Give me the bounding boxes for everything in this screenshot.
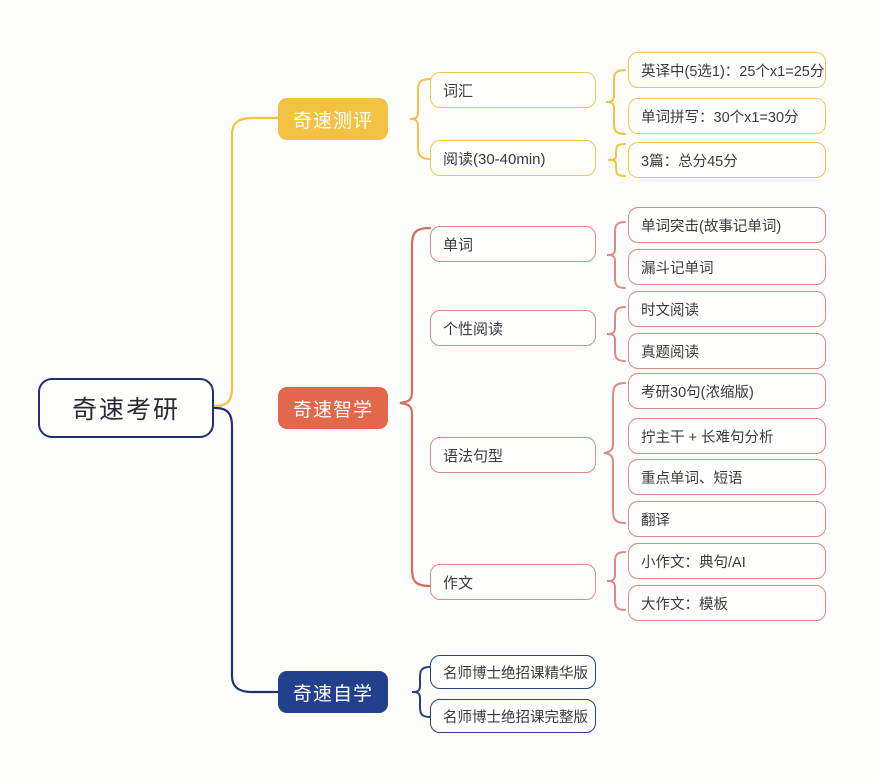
- root-label: 奇速考研: [71, 396, 180, 424]
- node-label-danci: 单词: [443, 236, 474, 254]
- brace-zuowen: [606, 551, 626, 611]
- brace-yufajuxing: [603, 382, 626, 524]
- node-label-yufajuxing: 语法句型: [443, 447, 504, 465]
- leaf-label-danci-pinxie: 单词拼写：30个x1=30分: [641, 109, 799, 126]
- leaf-label-xiaozuowen: 小作文：典句/AI: [641, 554, 746, 571]
- node-label-cihui: 词汇: [443, 82, 474, 100]
- leaf-label-sanpian: 3篇：总分45分: [641, 153, 738, 170]
- leaf-label-zhenti-yuedu: 真题阅读: [641, 344, 699, 361]
- brace-zhixue: [399, 226, 432, 588]
- node-cihui[interactable]: 词汇: [430, 72, 596, 108]
- node-gexingyuedu[interactable]: 个性阅读: [430, 310, 596, 346]
- branch-node-zixue[interactable]: 奇速自学: [278, 671, 388, 713]
- leaf-fanyi[interactable]: 翻译: [628, 501, 826, 537]
- brace-yuedu: [607, 143, 626, 177]
- node-yufajuxing[interactable]: 语法句型: [430, 437, 596, 473]
- leaf-label-wanzhengban: 名师博士绝招课完整版: [443, 709, 588, 726]
- branch-label-zixue: 奇速自学: [292, 683, 373, 705]
- leaf-label-shiwen-yuedu: 时文阅读: [641, 302, 699, 319]
- root-node[interactable]: 奇速考研: [38, 378, 214, 438]
- node-label-gexingyuedu: 个性阅读: [443, 320, 504, 338]
- brace-zixue: [411, 666, 431, 718]
- node-label-zuowen: 作文: [443, 574, 474, 592]
- leaf-label-fanyi: 翻译: [641, 512, 670, 529]
- branch-label-zhixue: 奇速智学: [292, 399, 373, 421]
- leaf-label-ningzhugan: 拧主干 + 长难句分析: [641, 429, 774, 446]
- branch-label-ceping: 奇速测评: [292, 110, 373, 132]
- leaf-loudou-danci[interactable]: 漏斗记单词: [628, 249, 826, 285]
- leaf-label-jinghuaban: 名师博士绝招课精华版: [443, 665, 588, 682]
- leaf-yingyizhong[interactable]: 英译中(5选1)：25个x1=25分: [628, 52, 826, 88]
- leaf-zhongdian-danci[interactable]: 重点单词、短语: [628, 459, 826, 495]
- leaf-label-loudou-danci: 漏斗记单词: [641, 260, 714, 277]
- leaf-label-dazuowen: 大作文：模板: [641, 596, 728, 613]
- leaf-label-yingyizhong: 英译中(5选1)：25个x1=25分: [641, 63, 825, 80]
- leaf-sanpian[interactable]: 3篇：总分45分: [628, 142, 826, 178]
- leaf-label-zhongdian-danci: 重点单词、短语: [641, 470, 743, 487]
- brace-danci: [606, 221, 626, 289]
- link-root-to-zixue: [213, 406, 280, 694]
- node-label-yuedu: 阅读(30-40min): [443, 150, 546, 168]
- node-yuedu[interactable]: 阅读(30-40min): [430, 140, 596, 176]
- leaf-ningzhugan[interactable]: 拧主干 + 长难句分析: [628, 418, 826, 454]
- leaf-danci-pinxie[interactable]: 单词拼写：30个x1=30分: [628, 98, 826, 134]
- leaf-zhenti-yuedu[interactable]: 真题阅读: [628, 333, 826, 369]
- branch-node-zhixue[interactable]: 奇速智学: [278, 387, 388, 429]
- leaf-shiwen-yuedu[interactable]: 时文阅读: [628, 291, 826, 327]
- brace-gexingyuedu: [606, 306, 626, 362]
- node-zuowen[interactable]: 作文: [430, 564, 596, 600]
- brace-ceping: [409, 78, 431, 160]
- leaf-label-kaoyan30ju: 考研30句(浓缩版): [641, 384, 754, 401]
- leaf-jinghuaban[interactable]: 名师博士绝招课精华版: [430, 655, 596, 689]
- leaf-xiaozuowen[interactable]: 小作文：典句/AI: [628, 543, 826, 579]
- leaf-kaoyan30ju[interactable]: 考研30句(浓缩版): [628, 373, 826, 409]
- branch-node-ceping[interactable]: 奇速测评: [278, 98, 388, 140]
- brace-cihui: [605, 69, 626, 135]
- leaf-dazuowen[interactable]: 大作文：模板: [628, 585, 826, 621]
- leaf-label-danci-tuji: 单词突击(故事记单词): [641, 218, 782, 235]
- leaf-wanzhengban[interactable]: 名师博士绝招课完整版: [430, 699, 596, 733]
- node-danci[interactable]: 单词: [430, 226, 596, 262]
- leaf-danci-tuji[interactable]: 单词突击(故事记单词): [628, 207, 826, 243]
- link-root-to-ceping: [213, 116, 280, 408]
